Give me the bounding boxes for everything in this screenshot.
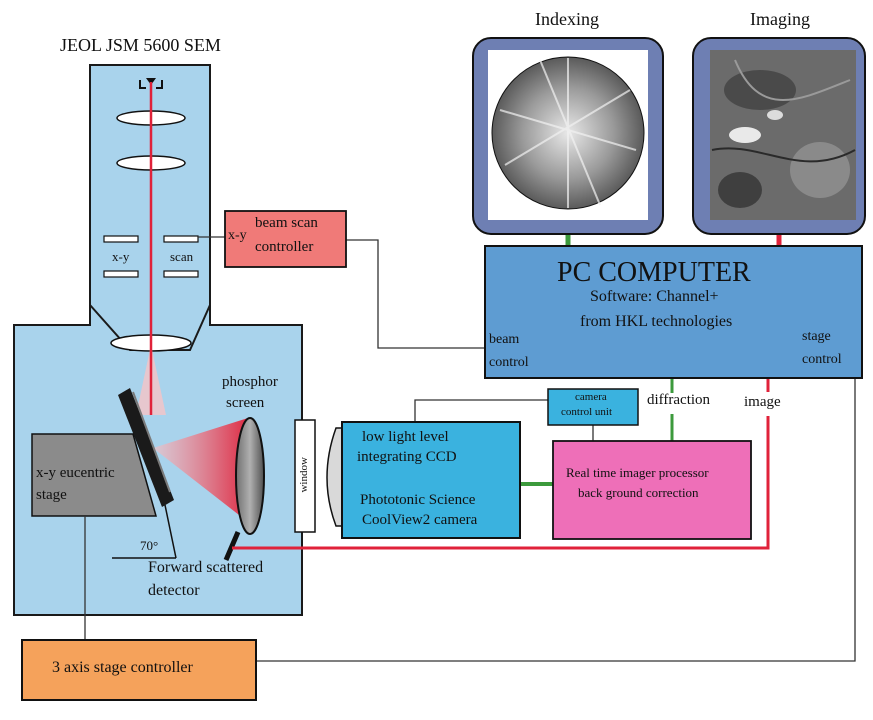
scan-coil-scan-bottom	[163, 270, 199, 278]
tilted-sample	[118, 388, 174, 507]
pc-title: PC COMPUTER	[557, 257, 751, 288]
scan-coil-xy-top	[103, 235, 139, 243]
diffraction-cone	[153, 418, 248, 522]
column-xy-label: x-y	[112, 249, 130, 264]
ccd-label-4: CoolView2 camera	[362, 512, 478, 528]
stage-label-2: stage	[36, 487, 67, 503]
camera-control-label-2: control unit	[561, 406, 613, 418]
pc-software: Software: Channel+	[590, 288, 719, 305]
sample-surface	[132, 391, 171, 493]
eucentric-stage	[31, 433, 157, 517]
tilt-angle-label: 70°	[140, 538, 159, 553]
processor-label-2: back ground correction	[578, 485, 699, 500]
pc-beam-control-label: control	[489, 355, 529, 370]
image-signal-label: image	[744, 394, 781, 410]
phosphor-label: phosphor	[222, 374, 278, 390]
pc-computer	[484, 245, 863, 379]
gun-tip-icon	[146, 78, 156, 85]
ccd-label-1: low light level	[362, 429, 449, 445]
stage-controller	[21, 639, 257, 701]
stage-controller-label: 3 axis stage controller	[52, 659, 193, 676]
wire-ccd-camera-control	[414, 399, 548, 422]
ccd-label-2: integrating CCD	[357, 449, 457, 465]
camera-control-unit	[547, 388, 639, 426]
column-scan-label: scan	[170, 249, 194, 264]
pc-stage-control-label: control	[802, 352, 842, 367]
diffraction-label: diffraction	[647, 392, 711, 408]
electron-gun-icon	[139, 80, 163, 89]
window	[294, 419, 316, 533]
fsd-label-2: detector	[148, 582, 200, 599]
wire-fsd-image	[232, 416, 770, 550]
ccd-label-3: Phototonic Science	[360, 492, 476, 508]
ccd-lens	[326, 427, 345, 527]
imaging-label: Imaging	[750, 9, 810, 29]
micrograph-features	[711, 59, 856, 208]
beam-scan-label: beam scan	[255, 215, 318, 231]
indexing-label: Indexing	[535, 9, 599, 29]
diagram-title: JEOL JSM 5600 SEM	[60, 35, 221, 55]
pc-stage-label: stage	[802, 329, 831, 344]
beam-scan-xy-label: x-y	[228, 228, 247, 243]
pc-vendor: from HKL technologies	[580, 313, 733, 330]
camera-control-label-1: camera	[575, 391, 607, 403]
forward-scattered-detector	[223, 531, 241, 561]
tilt-reference	[164, 504, 177, 559]
image-processor	[552, 440, 752, 540]
window-label: window	[298, 457, 311, 493]
pc-beam-label: beam	[489, 332, 520, 347]
wire-stage-control	[256, 378, 856, 662]
phosphor-screen	[235, 417, 265, 535]
wire-beam-control	[346, 239, 485, 349]
ccd-camera	[341, 421, 521, 539]
screen-label: screen	[226, 395, 265, 411]
beam-scan-controller	[224, 210, 347, 268]
stage-label-1: x-y eucentric	[36, 465, 115, 481]
scan-coil-xy-bottom	[103, 270, 139, 278]
kikuchi-bands	[499, 58, 637, 208]
scan-coil-scan-top	[163, 235, 199, 243]
fsd-label-1: Forward scattered	[148, 559, 264, 576]
processor-label-1: Real time imager processor	[566, 465, 709, 480]
controller-label: controller	[255, 239, 314, 255]
